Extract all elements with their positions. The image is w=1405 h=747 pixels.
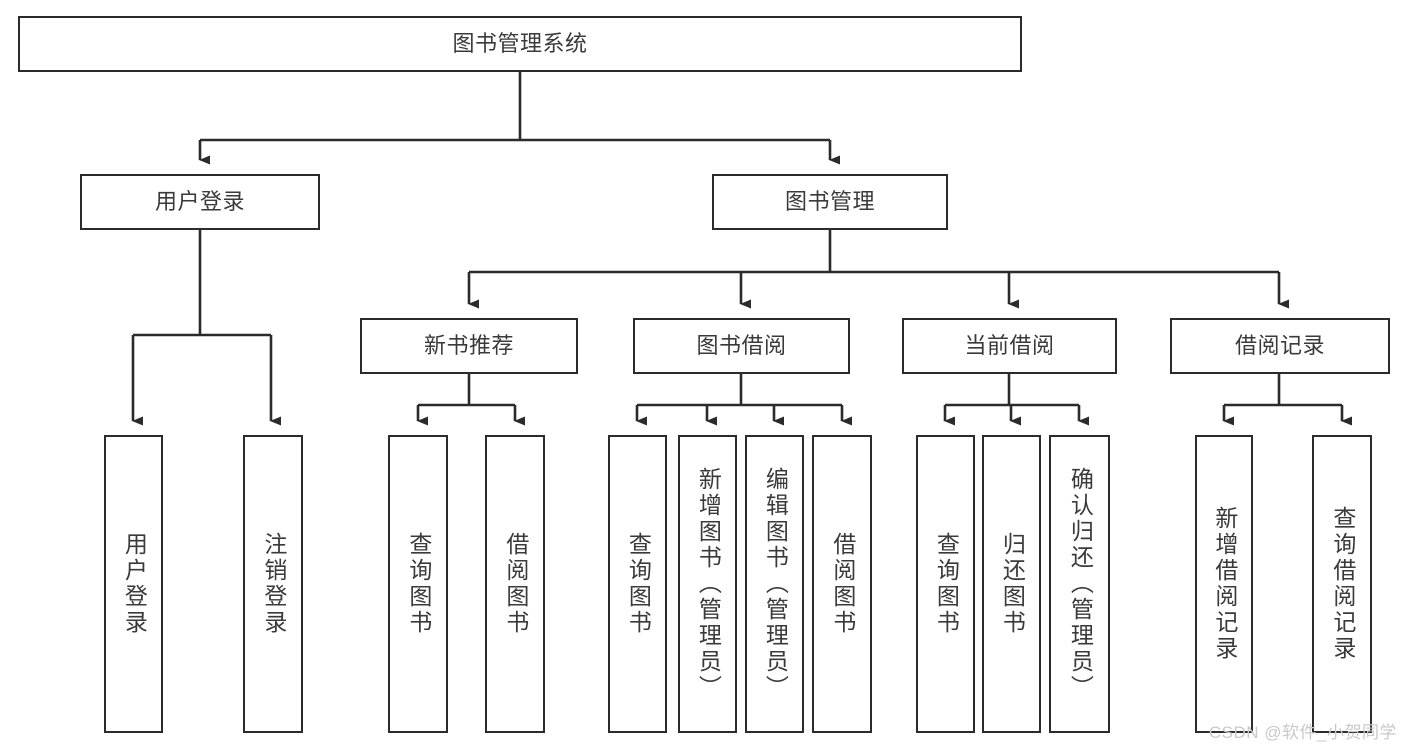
- node-leaf-query-book-1-label: 查询图书: [405, 532, 432, 636]
- node-leaf-edit-book[interactable]: 编辑图书（管理员）: [745, 435, 804, 733]
- node-leaf-confirm-return[interactable]: 确认归还（管理员）: [1049, 435, 1110, 733]
- node-leaf-logout-label: 注销登录: [260, 532, 287, 636]
- node-borrow-record-label: 借阅记录: [1234, 333, 1325, 359]
- node-current-borrow[interactable]: 当前借阅: [902, 318, 1117, 374]
- node-leaf-confirm-return-label: 确认归还（管理员）: [1067, 467, 1094, 701]
- node-leaf-add-record-label: 新增借阅记录: [1211, 506, 1238, 662]
- node-leaf-query-book-1[interactable]: 查询图书: [388, 435, 448, 733]
- node-leaf-query-book-3[interactable]: 查询图书: [916, 435, 975, 733]
- node-new-book-recommend[interactable]: 新书推荐: [360, 318, 578, 374]
- node-leaf-borrow-book-2-label: 借阅图书: [829, 532, 856, 636]
- node-leaf-borrow-book-2[interactable]: 借阅图书: [812, 435, 872, 733]
- node-leaf-query-book-2[interactable]: 查询图书: [608, 435, 667, 733]
- node-book-borrow[interactable]: 图书借阅: [633, 318, 850, 374]
- node-leaf-query-record-label: 查询借阅记录: [1329, 506, 1356, 662]
- node-leaf-query-record[interactable]: 查询借阅记录: [1312, 435, 1372, 733]
- node-root[interactable]: 图书管理系统: [18, 16, 1022, 72]
- node-leaf-add-book-label: 新增图书（管理员）: [695, 467, 722, 701]
- node-leaf-borrow-book-1[interactable]: 借阅图书: [485, 435, 545, 733]
- node-leaf-return-book-label: 归还图书: [999, 532, 1026, 636]
- node-borrow-record[interactable]: 借阅记录: [1170, 318, 1390, 374]
- node-user-login[interactable]: 用户登录: [80, 174, 320, 230]
- node-book-manage-label: 图书管理: [784, 189, 875, 215]
- node-book-manage[interactable]: 图书管理: [712, 174, 948, 230]
- node-leaf-logout[interactable]: 注销登录: [243, 435, 303, 733]
- node-leaf-query-book-3-label: 查询图书: [933, 532, 960, 636]
- node-leaf-query-book-2-label: 查询图书: [625, 532, 652, 636]
- node-current-borrow-label: 当前借阅: [964, 333, 1055, 359]
- node-leaf-add-book[interactable]: 新增图书（管理员）: [678, 435, 737, 733]
- node-leaf-borrow-book-1-label: 借阅图书: [502, 532, 529, 636]
- node-leaf-add-record[interactable]: 新增借阅记录: [1195, 435, 1253, 733]
- node-leaf-edit-book-label: 编辑图书（管理员）: [762, 467, 789, 701]
- node-user-login-label: 用户登录: [154, 189, 245, 215]
- node-root-label: 图书管理系统: [452, 31, 588, 57]
- node-new-book-recommend-label: 新书推荐: [423, 333, 514, 359]
- node-leaf-return-book[interactable]: 归还图书: [982, 435, 1041, 733]
- node-leaf-user-login-label: 用户登录: [121, 532, 148, 636]
- node-leaf-user-login[interactable]: 用户登录: [104, 435, 163, 733]
- node-book-borrow-label: 图书借阅: [696, 333, 787, 359]
